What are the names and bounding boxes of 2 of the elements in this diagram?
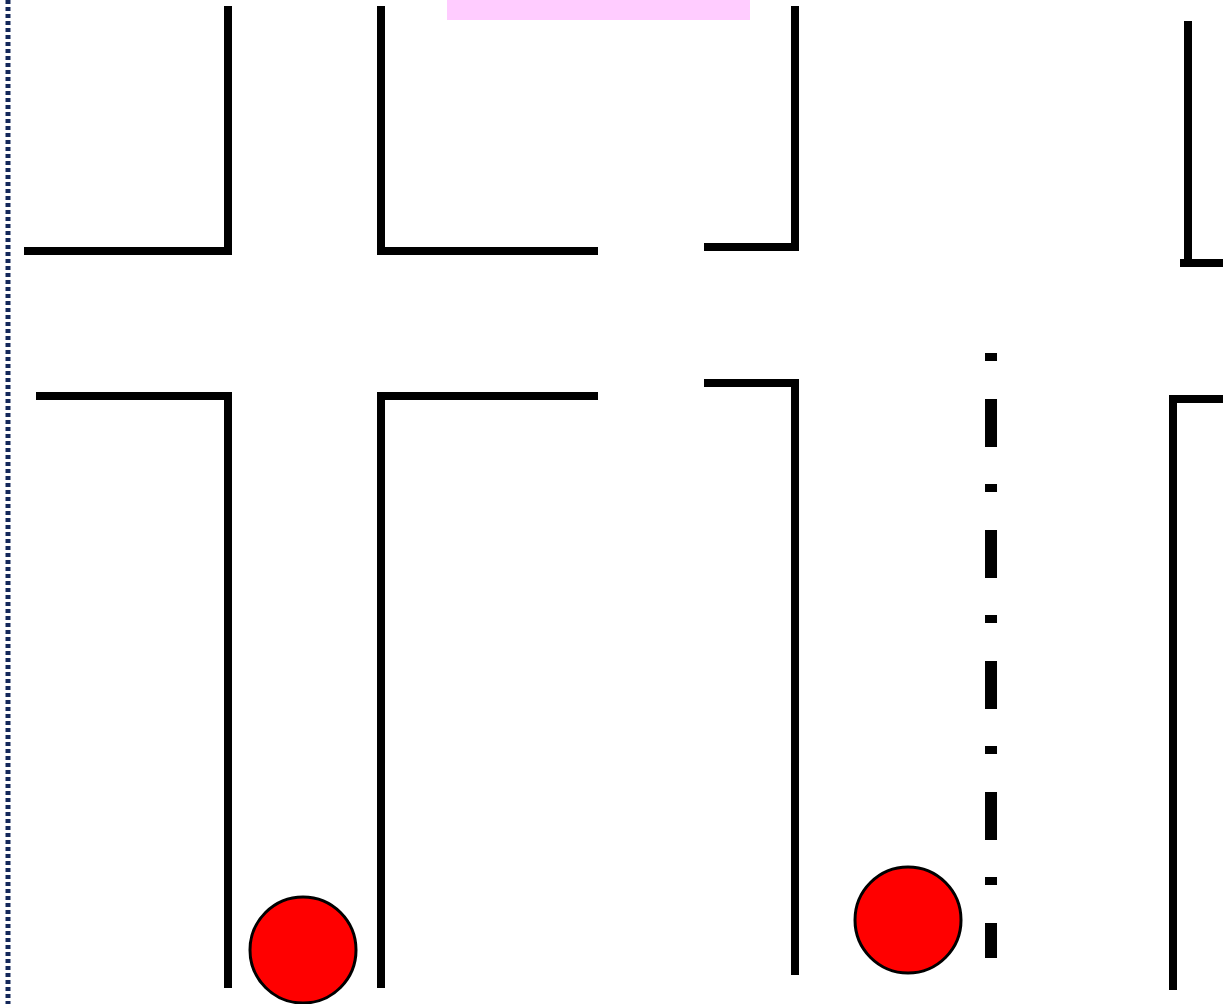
circle-marker (853, 865, 963, 975)
circle-marker (248, 895, 358, 1004)
